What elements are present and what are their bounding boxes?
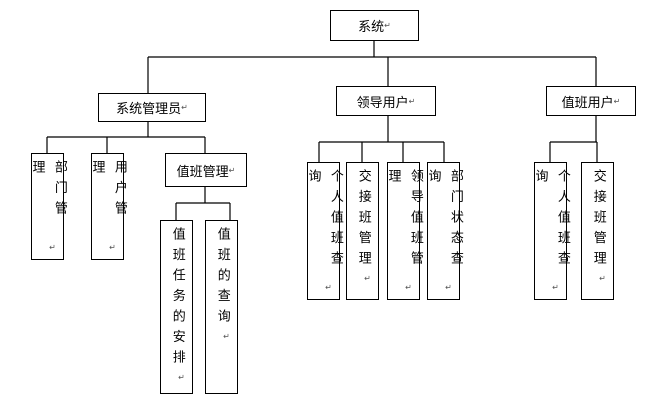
node-duty-user-personal-duty-query: 个人值班查询 ↵ <box>533 162 570 300</box>
paragraph-mark-icon: ↵ <box>384 21 391 30</box>
paragraph-mark-icon: ↵ <box>223 331 230 341</box>
node-dept-management: 部门管理 ↵ <box>30 153 67 260</box>
node-label: 个人值班查询 <box>305 169 343 272</box>
node-label: 系统 <box>358 20 385 35</box>
node-user-management: 用户管理 ↵ <box>90 153 127 260</box>
node-label: 领导用户 <box>356 95 409 111</box>
node-label: 领导值班管理 <box>385 169 423 272</box>
node-duty-user: 值班用户↵ <box>546 86 636 116</box>
paragraph-mark-icon: ↵ <box>408 96 416 106</box>
node-duty-task-arrangement: 值班任务的安排 ↵ <box>160 220 193 394</box>
paragraph-mark-icon: ↵ <box>49 242 56 252</box>
paragraph-mark-icon: ↵ <box>405 282 412 292</box>
node-label: 个人值班查询 <box>532 169 570 272</box>
node-dept-status-query: 部门状态查询 ↵ <box>426 162 463 300</box>
paragraph-mark-icon: ↵ <box>364 273 371 283</box>
node-duty-query: 值班的查询 ↵ <box>205 220 238 394</box>
root-node-system: 系统↵ <box>330 10 419 41</box>
paragraph-mark-icon: ↵ <box>109 242 116 252</box>
paragraph-mark-icon: ↵ <box>228 165 236 175</box>
paragraph-mark-icon: ↵ <box>552 282 559 292</box>
node-duty-management: 值班管理↵ <box>165 153 247 187</box>
paragraph-mark-icon: ↵ <box>613 96 621 106</box>
node-label: 值班任务的安排 <box>169 227 185 371</box>
node-label: 交接班管理 <box>355 169 371 272</box>
paragraph-mark-icon: ↵ <box>325 282 332 292</box>
node-system-admin: 系统管理员↵ <box>98 93 206 122</box>
paragraph-mark-icon: ↵ <box>181 103 188 112</box>
paragraph-mark-icon: ↵ <box>178 372 185 382</box>
node-label: 值班用户 <box>561 95 614 111</box>
node-leader-personal-duty-query: 个人值班查询 ↵ <box>306 162 343 300</box>
node-leader-shift-handover-management: 交接班管理 ↵ <box>346 162 379 300</box>
node-label: 部门管理 <box>29 160 67 222</box>
node-leader-user: 领导用户↵ <box>336 86 436 116</box>
node-label: 交接班管理 <box>590 169 606 272</box>
node-duty-user-shift-handover-management: 交接班管理 ↵ <box>581 162 614 300</box>
node-label: 值班的查询 <box>214 227 230 330</box>
node-leader-duty-management: 领导值班管理 ↵ <box>386 162 423 300</box>
node-label: 部门状态查询 <box>425 169 463 272</box>
node-label: 系统管理员 <box>116 102 182 117</box>
paragraph-mark-icon: ↵ <box>445 282 452 292</box>
node-label: 用户管理 <box>89 160 127 222</box>
node-label: 值班管理 <box>176 164 229 180</box>
paragraph-mark-icon: ↵ <box>599 273 606 283</box>
